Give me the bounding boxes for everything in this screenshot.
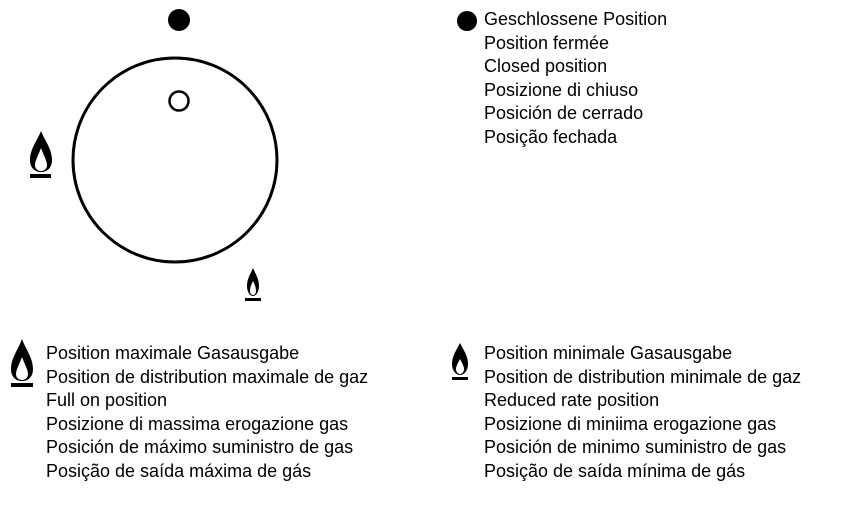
knob-circle [71,56,279,264]
legend-line: Position de distribution maximale de gaz [46,366,369,387]
max-position-legend: Position maximale Gasausgabe Position de… [46,342,368,483]
legend-line: Position fermée [484,32,610,53]
legend-line: Posición de minimo suministro de gas [484,437,787,457]
legend-line: Posição de saída mínima de gás [484,460,746,481]
legend-line: Posição de saída máxima de gás [46,460,312,481]
legend-line: Position de distribution minimale de gaz [484,366,802,387]
legend-line: Position minimale Gasausgabe [484,343,733,363]
legend-line: Position maximale Gasausgabe [46,343,300,363]
min-legend-flame-icon [452,343,468,380]
legend-line: Posizione di chiuso [484,79,639,100]
legend-line: Full on position [46,390,168,410]
legend-line: Posizione di massima erogazione gas [46,413,349,434]
small-flame-icon [245,268,261,301]
legend-line: Posición de máximo suministro de gas [46,437,354,457]
closed-position-legend: Geschlossene Position Position fermée Cl… [484,8,667,149]
closed-position-dot-icon [168,9,190,31]
legend-line: Posição fechada [484,126,618,147]
legend-line: Posizione di miniima erogazione gas [484,413,777,434]
legend-line: Closed position [484,56,608,76]
legend-line: Reduced rate position [484,390,660,410]
min-position-legend: Position minimale Gasausgabe Position de… [484,342,801,483]
legend-line: Posición de cerrado [484,103,644,123]
large-flame-icon [30,131,52,178]
legend-line: Geschlossene Position [484,9,668,29]
closed-legend-dot-icon [457,11,477,31]
max-legend-flame-icon [11,339,33,387]
knob-indicator-dot-icon [168,90,190,112]
